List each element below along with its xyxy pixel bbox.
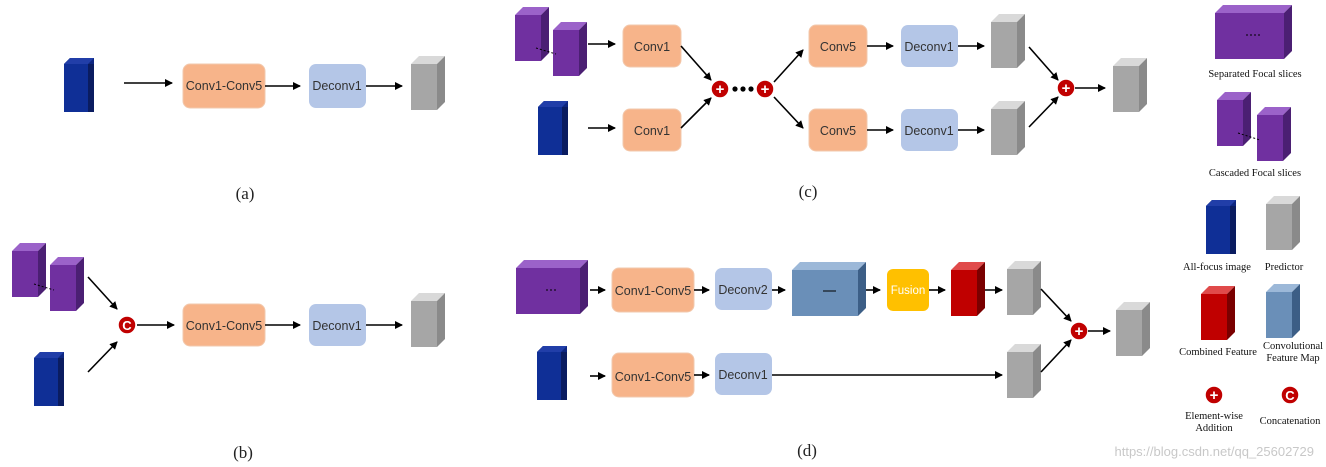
legend-predictor-label: Predictor bbox=[1265, 262, 1304, 273]
fusion-box bbox=[887, 269, 929, 311]
deconv1-box bbox=[309, 304, 366, 346]
ellipsis-dots bbox=[732, 86, 754, 92]
deconv1-label: Deconv1 bbox=[718, 368, 767, 382]
caption-a: (a) bbox=[236, 184, 255, 203]
concatenation-symbol: C bbox=[122, 318, 132, 333]
panel-c: Conv1 Conv1 + + Conv5 Conv5 Deconv1 Deco… bbox=[515, 7, 1147, 201]
plus-symbol: + bbox=[1075, 323, 1084, 340]
legend: Separated Focal slices Cascaded Focal sl… bbox=[1179, 5, 1323, 434]
deconv1-box bbox=[901, 109, 958, 151]
conv1-box bbox=[622, 108, 682, 152]
legend-conv-feature-map-label-1: Convolutional bbox=[1263, 341, 1323, 352]
legend-separated-label: Separated Focal slices bbox=[1208, 69, 1301, 80]
legend-combined-feature-label: Combined Feature bbox=[1179, 347, 1257, 358]
all-focus-image-icon bbox=[34, 352, 64, 406]
conv1-conv5-label: Conv1-Conv5 bbox=[186, 319, 262, 333]
legend-all-focus-image-icon bbox=[1206, 200, 1236, 254]
legend-convolutional-feature-map-icon bbox=[1266, 284, 1300, 338]
plus-symbol: + bbox=[1062, 80, 1071, 97]
conv1-conv5-label: Conv1-Conv5 bbox=[615, 370, 691, 384]
deconv2-box bbox=[715, 268, 772, 310]
plus-symbol: + bbox=[716, 81, 725, 98]
legend-plus-symbol: + bbox=[1210, 387, 1219, 404]
conv5-label: Conv5 bbox=[820, 40, 856, 54]
legend-elementwise-label-1: Element-wise bbox=[1185, 411, 1243, 422]
caption-c: (c) bbox=[799, 182, 818, 201]
all-focus-image-icon bbox=[64, 58, 94, 112]
caption-d: (d) bbox=[797, 441, 817, 460]
panel-b: C Conv1-Conv5 Deconv1 (b) bbox=[12, 243, 445, 462]
convolutional-feature-maps-icon bbox=[792, 262, 866, 316]
predictor-icon bbox=[1007, 344, 1041, 398]
fusion-label: Fusion bbox=[891, 285, 926, 297]
caption-b: (b) bbox=[233, 443, 253, 462]
legend-cascaded-label: Cascaded Focal slices bbox=[1209, 168, 1301, 179]
legend-concat-symbol: C bbox=[1285, 388, 1295, 403]
legend-element-wise-addition-icon bbox=[1204, 385, 1224, 405]
conv1-label: Conv1 bbox=[634, 40, 670, 54]
legend-predictor-icon bbox=[1266, 196, 1300, 250]
legend-conv-feature-map-label-2: Feature Map bbox=[1266, 353, 1319, 364]
predictor-icon bbox=[1113, 58, 1147, 112]
predictor-icon bbox=[991, 14, 1025, 68]
cascaded-focal-slices-icon bbox=[12, 243, 84, 311]
legend-concatenation-label: Concatenation bbox=[1260, 416, 1321, 427]
deconv1-box bbox=[309, 64, 366, 108]
panel-a: Conv1-Conv5 Deconv1 (a) bbox=[64, 56, 445, 203]
conv1-conv5-label: Conv1-Conv5 bbox=[615, 284, 691, 298]
concatenation-icon bbox=[117, 315, 137, 335]
cascaded-focal-slices-icon bbox=[515, 7, 587, 76]
conv1-conv5-label: Conv1-Conv5 bbox=[186, 79, 262, 93]
all-focus-image-icon bbox=[537, 346, 567, 400]
deconv1-label: Deconv1 bbox=[312, 79, 361, 93]
deconv2-label: Deconv2 bbox=[718, 283, 767, 297]
watermark: https://blog.csdn.net/qq_25602729 bbox=[1115, 444, 1315, 459]
legend-all-focus-label: All-focus image bbox=[1183, 262, 1251, 273]
combined-feature-icon bbox=[951, 262, 985, 316]
predictor-icon bbox=[411, 56, 445, 110]
legend-separated-focal-slices-icon bbox=[1215, 5, 1292, 59]
legend-concatenation-icon bbox=[1280, 385, 1300, 405]
conv5-label: Conv5 bbox=[820, 124, 856, 138]
element-wise-addition-icon bbox=[710, 79, 730, 99]
deconv1-label: Deconv1 bbox=[312, 319, 361, 333]
separated-focal-slices-icon bbox=[516, 260, 588, 314]
predictor-icon bbox=[991, 101, 1025, 155]
all-focus-image-icon bbox=[538, 101, 568, 155]
deconv1-label: Deconv1 bbox=[904, 124, 953, 138]
legend-elementwise-label-2: Addition bbox=[1195, 423, 1233, 434]
predictor-icon bbox=[1116, 302, 1150, 356]
conv1-label: Conv1 bbox=[634, 124, 670, 138]
deconv1-label: Deconv1 bbox=[904, 40, 953, 54]
predictor-icon bbox=[411, 293, 445, 347]
element-wise-addition-icon bbox=[755, 79, 775, 99]
panel-d: Conv1-Conv5 Conv1-Conv5 Deconv2 Deconv1 … bbox=[516, 260, 1150, 460]
deconv1-box bbox=[901, 25, 958, 67]
plus-symbol: + bbox=[761, 81, 770, 98]
legend-combined-feature-icon bbox=[1201, 286, 1235, 340]
legend-cascaded-focal-slices-icon bbox=[1217, 92, 1291, 161]
predictor-icon bbox=[1007, 261, 1041, 315]
deconv1-box bbox=[715, 353, 772, 395]
